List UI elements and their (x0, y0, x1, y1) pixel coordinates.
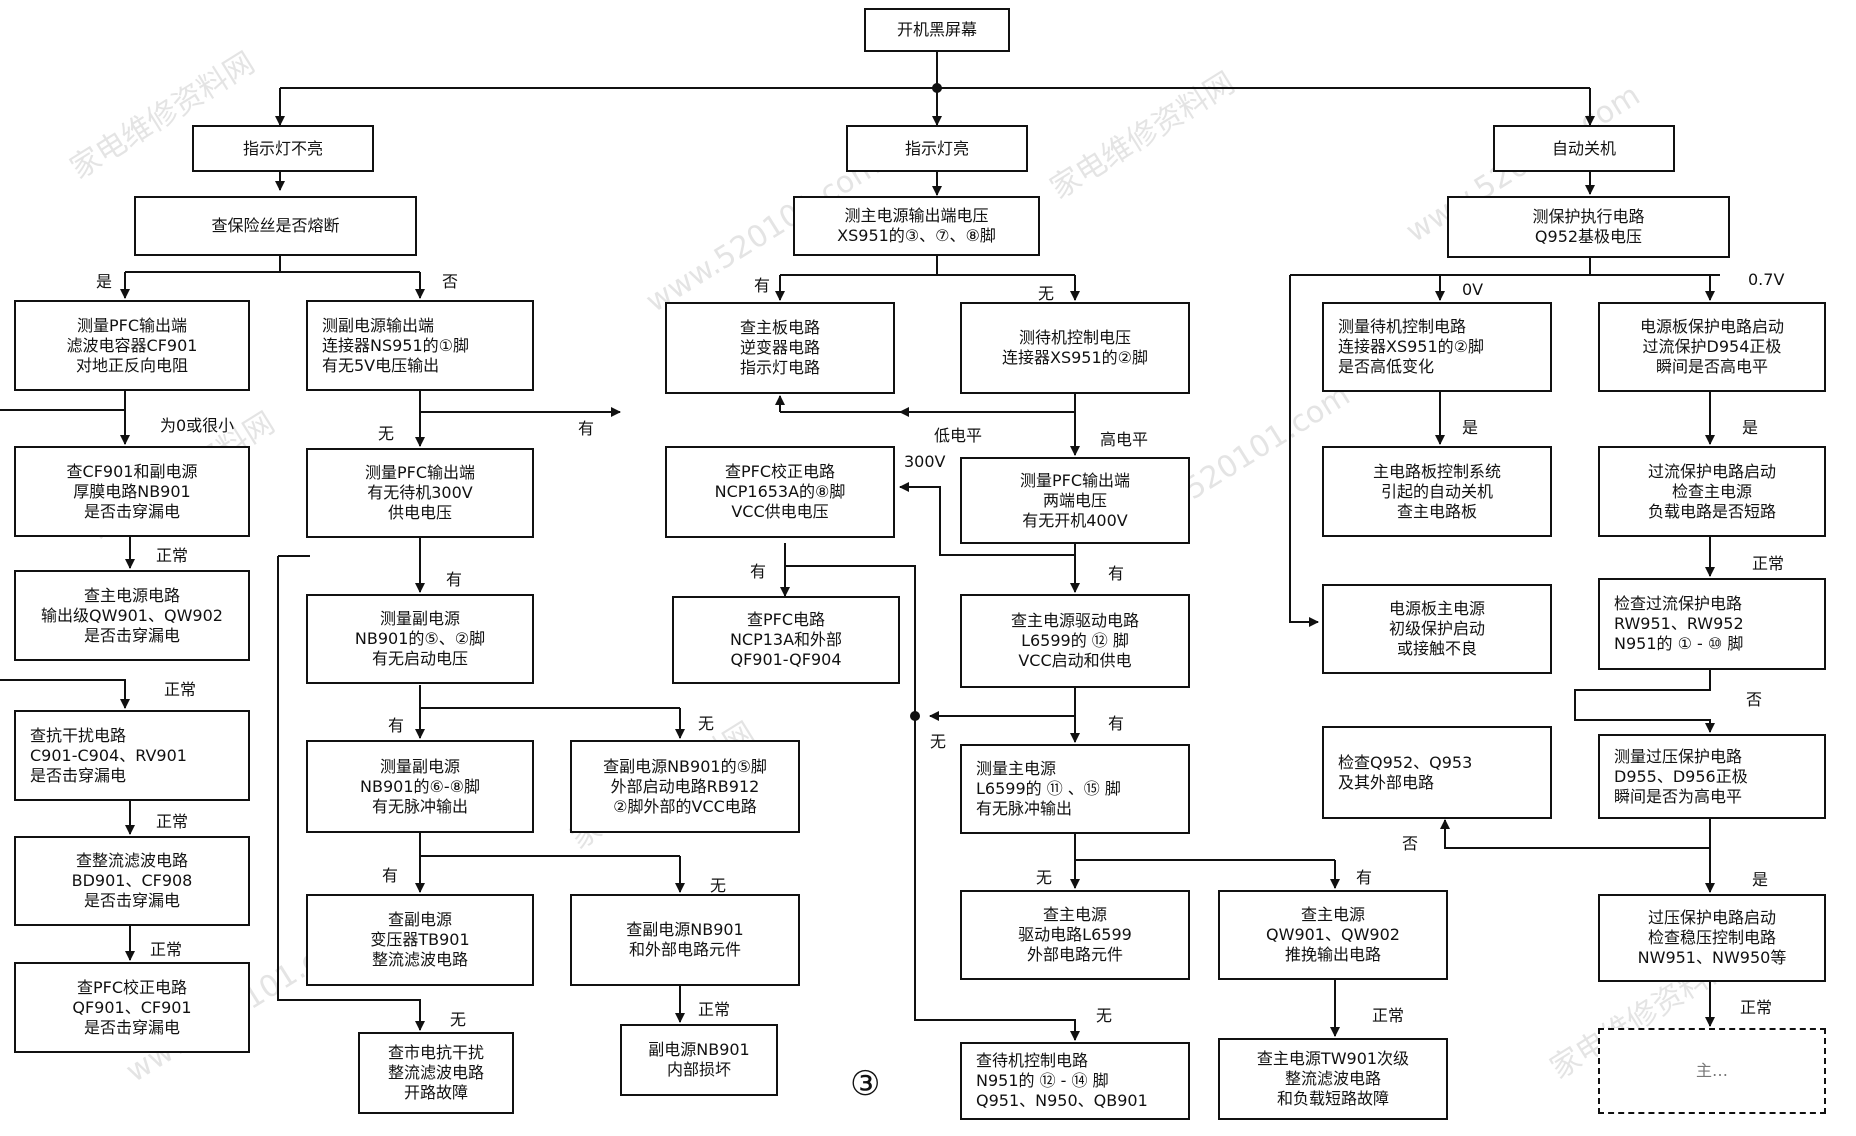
0v-label: 0V (1462, 280, 1484, 299)
primary-protect-box: 电源板主电源 初级保护启动 或接触不良 (1322, 584, 1552, 674)
yes-label: 是 (1462, 418, 1479, 437)
normal-label: 正常 (1752, 554, 1785, 573)
fuse-check-box: 查保险丝是否熔断 (134, 196, 417, 256)
pfc-correction-box: 查PFC校正电路 QF901、CF901 是否击穿漏电 (14, 962, 250, 1053)
xs951-standby-box: 测量待机控制电路 连接器XS951的②脚 是否高低变化 (1322, 302, 1552, 392)
nb901-external-box: 查副电源NB901的⑤脚 外部启动电路RB912 ②脚外部的VCC电路 (570, 740, 800, 833)
start-box: 开机黑屏幕 (864, 8, 1010, 52)
overcurrent-box: 过流保护电路启动 检查主电源 负载电路是否短路 (1598, 446, 1826, 537)
l6599-pulse-box: 测量主电源 L6599的 ⑪ 、⑮ 脚 有无脉冲输出 (960, 744, 1190, 834)
normal-label: 正常 (1740, 998, 1773, 1017)
none-label: 无 (698, 714, 715, 733)
none-label: 无 (1038, 284, 1055, 303)
07v-label: 0.7V (1748, 270, 1785, 289)
have-label: 有 (1108, 564, 1125, 583)
have-label: 有 (446, 570, 463, 589)
have-label: 有 (1108, 714, 1125, 733)
normal-label: 正常 (1372, 1006, 1405, 1025)
l6599-vcc-box: 查主电源驱动电路 L6599的 ⑫ 脚 VCC启动和供电 (960, 594, 1190, 688)
pfc-capacitor-box: 测量PFC输出端 滤波电容器CF901 对地正反向电阻 (14, 300, 250, 391)
l6599-parts-box: 查主电源 驱动电路L6599 外部电路元件 (960, 890, 1190, 980)
none-label: 无 (710, 876, 727, 895)
d954-box: 电源板保护电路启动 过流保护D954正极 瞬间是否高电平 (1598, 302, 1826, 392)
overvoltage-box: 过压保护电路启动 检查稳压控制电路 NW951、NW950等 (1598, 894, 1826, 982)
cf901-check-box: 查CF901和副电源 厚膜电路NB901 是否击穿漏电 (14, 446, 250, 537)
none-label: 无 (1096, 1006, 1113, 1025)
ncp13a-box: 查PFC电路 NCP13A和外部 QF901-QF904 (672, 596, 900, 684)
nb901-parts-box: 查副电源NB901 和外部电路元件 (570, 894, 800, 986)
normal-label: 正常 (156, 546, 189, 565)
n951-standby-box: 查待机控制电路 N951的 ⑫ - ⑭ 脚 Q951、N950、QB901 (960, 1042, 1190, 1120)
mains-filter-box: 查市电抗干扰 整流滤波电路 开路故障 (358, 1032, 514, 1114)
q952-external-box: 检查Q952、Q953 及其外部电路 (1322, 726, 1552, 819)
nb901-damaged-box: 副电源NB901 内部损坏 (620, 1024, 778, 1096)
d955-box: 测量过压保护电路 D955、D956正极 瞬间是否为高电平 (1598, 734, 1826, 819)
low-level-label: 低电平 (934, 426, 983, 445)
standby-control-box: 测待机控制电压 连接器XS951的②脚 (960, 302, 1190, 394)
have-label: 有 (382, 866, 399, 885)
no-label: 否 (1402, 834, 1419, 853)
final-box: 主… (1598, 1028, 1826, 1114)
mainboard-shutdown-box: 主电路板控制系统 引起的自动关机 查主电路板 (1322, 446, 1552, 537)
have-label: 有 (1356, 868, 1373, 887)
none-label: 无 (1036, 868, 1053, 887)
no-label: 否 (1746, 690, 1763, 709)
nb901-start-box: 测量副电源 NB901的⑤、②脚 有无启动电压 (306, 594, 534, 684)
indicator-off-box: 指示灯不亮 (192, 125, 374, 172)
normal-label: 正常 (150, 940, 183, 959)
300v-label: 300V (904, 452, 946, 471)
have-label: 有 (750, 562, 767, 581)
indicator-on-box: 指示灯亮 (846, 125, 1028, 172)
yes-label: 是 (1742, 418, 1759, 437)
tw901-box: 查主电源TW901次级 整流滤波电路 和负载短路故障 (1218, 1038, 1448, 1120)
normal-label: 正常 (156, 812, 189, 831)
rectifier-filter-box: 查整流滤波电路 BD901、CF908 是否击穿漏电 (14, 836, 250, 926)
qw-pushpull-box: 查主电源 QW901、QW902 推挽输出电路 (1218, 890, 1448, 980)
yes-label: 是 (1752, 870, 1769, 889)
yes-label: 是 (96, 272, 113, 291)
main-output-stage-box: 查主电源电路 输出级QW901、QW902 是否击穿漏电 (14, 570, 250, 661)
q952-base-box: 测保护执行电路 Q952基极电压 (1447, 196, 1730, 258)
normal-label: 正常 (698, 1000, 731, 1019)
tb901-box: 查副电源 变压器TB901 整流滤波电路 (306, 894, 534, 986)
normal-label: 正常 (164, 680, 197, 699)
pfc-400v-box: 测量PFC输出端 两端电压 有无开机400V (960, 457, 1190, 544)
auto-shutdown-box: 自动关机 (1493, 125, 1675, 172)
nb901-pulse-box: 测量副电源 NB901的⑥-⑧脚 有无脉冲输出 (306, 740, 534, 833)
no-label: 否 (442, 272, 459, 291)
mainboard-check-box: 查主板电路 逆变器电路 指示灯电路 (665, 302, 895, 394)
emi-filter-box: 查抗干扰电路 C901-C904、RV901 是否击穿漏电 (14, 710, 250, 801)
sub-power-output-box: 测副电源输出端 连接器NS951的①脚 有无5V电压输出 (306, 300, 534, 391)
pfc-300v-box: 测量PFC输出端 有无待机300V 供电电压 (306, 448, 534, 538)
none-label: 无 (450, 1010, 467, 1029)
high-level-label: 高电平 (1100, 430, 1149, 449)
none-label: 无 (930, 732, 947, 751)
main-output-voltage-box: 测主电源输出端电压 XS951的③、⑦、⑧脚 (793, 196, 1040, 256)
have-label: 有 (388, 716, 405, 735)
rw951-box: 检查过流保护电路 RW951、RW952 N951的 ① - ⑩ 脚 (1598, 578, 1826, 670)
none-label: 无 (378, 424, 395, 443)
have-label: 有 (578, 419, 595, 438)
have-label: 有 (754, 276, 771, 295)
ncp1653a-box: 查PFC校正电路 NCP1653A的⑧脚 VCC供电电压 (665, 446, 895, 538)
zero-label: 为0或很小 (160, 416, 235, 435)
page-number: ③ (850, 1064, 881, 1104)
